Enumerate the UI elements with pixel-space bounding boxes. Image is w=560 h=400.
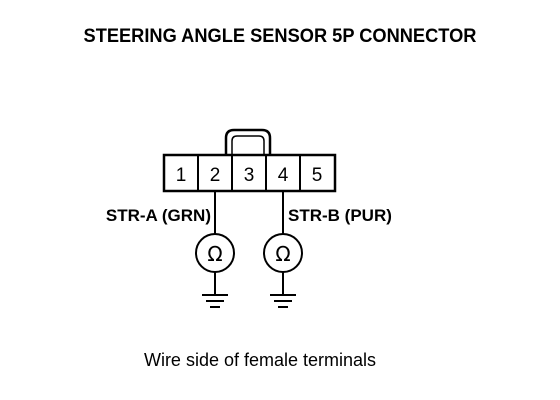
pin-label-3: 3 bbox=[244, 165, 255, 186]
connector-latch-inner bbox=[231, 135, 265, 155]
pin-label-5: 5 bbox=[312, 165, 323, 186]
ground-icon bbox=[202, 294, 228, 308]
ohmmeter-icon: Ω bbox=[195, 233, 235, 273]
diagram-caption: Wire side of female terminals bbox=[143, 350, 377, 370]
wire-label-str-b: STR-B (PUR) bbox=[288, 206, 392, 225]
connector-body bbox=[162, 153, 337, 193]
ohmmeter-icon: Ω bbox=[263, 233, 303, 273]
ohm-symbol: Ω bbox=[207, 242, 222, 266]
ohm-symbol: Ω bbox=[275, 242, 290, 266]
pin-label-4: 4 bbox=[278, 165, 289, 186]
connector-latch bbox=[224, 128, 272, 155]
pin-label-2: 2 bbox=[210, 165, 221, 186]
ground-icon bbox=[270, 294, 296, 308]
wire-label-str-a: STR-A (GRN) bbox=[106, 206, 211, 225]
pin-label-1: 1 bbox=[176, 165, 187, 186]
diagram-title: STEERING ANGLE SENSOR 5P CONNECTOR bbox=[83, 26, 477, 47]
